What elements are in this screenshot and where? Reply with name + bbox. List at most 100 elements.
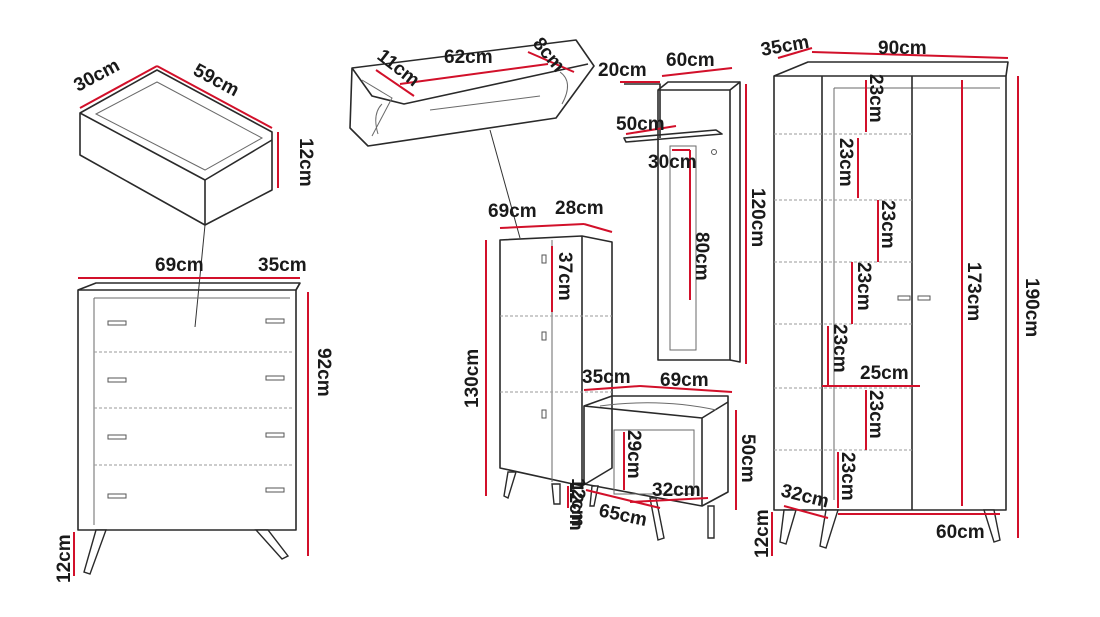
hall-mirror bbox=[669, 145, 697, 351]
bench-opening bbox=[613, 429, 695, 495]
chest-height-label: 92cm bbox=[313, 348, 334, 397]
bench-inner-width-label: 32cm bbox=[652, 480, 701, 501]
cabinet-width-line bbox=[499, 223, 585, 229]
chest-handle bbox=[265, 318, 285, 324]
wardrobe-top bbox=[773, 61, 1009, 77]
shelf-outline bbox=[349, 39, 595, 147]
bench-width-label: 69cm bbox=[660, 370, 709, 391]
chest-handle bbox=[265, 375, 285, 381]
bench-leg bbox=[707, 505, 715, 539]
wardrobe-leg-depth-line bbox=[783, 505, 829, 519]
shelf-width-line bbox=[399, 63, 549, 85]
chest-handle bbox=[265, 487, 285, 493]
cabinet-knob bbox=[541, 254, 547, 264]
hall-width-label: 60cm bbox=[666, 50, 715, 71]
bench-outline bbox=[583, 395, 729, 507]
wardrobe-shelf-label: 23cm bbox=[829, 324, 850, 373]
drawer-pointer-line bbox=[194, 224, 206, 328]
hall-panel-side bbox=[729, 81, 741, 363]
shelf-width-label: 62cm bbox=[444, 47, 493, 68]
bench-width-line bbox=[639, 385, 733, 393]
chest-width-label: 69cm bbox=[155, 255, 204, 276]
drawer-depth-line bbox=[79, 65, 158, 109]
chest-legs-label: 12cm bbox=[54, 534, 75, 583]
bench-total-width-label: 65cm bbox=[597, 500, 649, 531]
wardrobe-bottom-width-label: 60cm bbox=[936, 522, 985, 543]
chest-handle bbox=[107, 320, 127, 326]
chest-side-edge bbox=[295, 282, 301, 291]
cabinet-leg bbox=[503, 471, 517, 499]
cabinet-knob bbox=[541, 331, 547, 341]
shelf-depth-line bbox=[375, 69, 415, 97]
bench-inner-height-label: 29cm bbox=[623, 430, 644, 479]
hall-hook bbox=[711, 149, 717, 155]
bench-depth-label: 35cm bbox=[582, 367, 631, 388]
shelf-decor-arc bbox=[375, 103, 383, 135]
chest-handle bbox=[107, 434, 127, 440]
hall-depth-label: 20cm bbox=[598, 60, 647, 81]
drawer-outline bbox=[79, 69, 273, 226]
hall-panel-top bbox=[657, 81, 740, 91]
wardrobe-shelf-label: 23cm bbox=[853, 262, 874, 311]
chest-depth-label: 35cm bbox=[258, 255, 307, 276]
chest-handle bbox=[107, 377, 127, 383]
hall-shelf-label: 50cm bbox=[616, 114, 665, 135]
wardrobe-shelf-label: 23cm bbox=[865, 74, 886, 123]
wardrobe-handle bbox=[917, 295, 931, 301]
wardrobe-leg-depth-label: 32cm bbox=[779, 480, 831, 512]
chest-body bbox=[77, 289, 297, 531]
wardrobe-shelf-label: 23cm bbox=[835, 138, 856, 187]
wardrobe-leg bbox=[819, 509, 839, 549]
drawer-depth-label: 30cm bbox=[70, 55, 123, 96]
bench-depth-line bbox=[583, 385, 641, 391]
shelf-inner-edge bbox=[429, 95, 541, 111]
cabinet-height-label: 130cm bbox=[462, 349, 483, 408]
cabinet-depth-line bbox=[583, 223, 613, 233]
hall-width-line bbox=[661, 67, 733, 77]
wardrobe-width-label: 90cm bbox=[878, 38, 927, 59]
hall-panel: 20cm 60cm 50cm 30cm 80cm 120cm bbox=[598, 50, 768, 364]
drawer-width-label: 59cm bbox=[190, 60, 243, 101]
cabinet-width-label: 69cm bbox=[488, 201, 537, 222]
bench-leg bbox=[589, 485, 599, 507]
hall-shelf-bracket bbox=[624, 83, 661, 138]
hall-height-label: 120cm bbox=[747, 188, 768, 247]
wardrobe-depth-line bbox=[777, 47, 813, 59]
wardrobe-height-label: 190cm bbox=[1021, 278, 1042, 337]
shelf-pointer-line bbox=[489, 129, 521, 239]
bench-legs-label: 12cm bbox=[567, 478, 588, 527]
drawer-front-top-edge bbox=[79, 112, 273, 181]
cabinet-legs-label: 12cm bbox=[565, 482, 586, 531]
shelf-height-line bbox=[527, 51, 575, 73]
wardrobe-shelf-label: 23cm bbox=[877, 200, 898, 249]
chest-top bbox=[77, 282, 301, 291]
shelf-decor-arc bbox=[559, 71, 568, 105]
chest-leg bbox=[83, 529, 107, 575]
wardrobe-inner-height-label: 173cm bbox=[963, 262, 984, 321]
bench-total-width-line bbox=[585, 489, 661, 509]
wardrobe-shelf-label: 23cm bbox=[837, 452, 858, 501]
bench-inner-width-line bbox=[629, 497, 709, 503]
shelf-front-edge bbox=[351, 63, 589, 105]
bench-top-edge bbox=[583, 401, 729, 419]
storage-bench: 35cm 69cm 29cm 32cm 65cm 50cm 12cm bbox=[567, 367, 758, 541]
drawer-width-line bbox=[156, 65, 273, 129]
cabinet-depth-label: 28cm bbox=[555, 198, 604, 219]
tall-cabinet: 69cm 28cm 37cm 130cm 12cm bbox=[462, 198, 613, 531]
wardrobe-compartment-label: 25cm bbox=[860, 363, 909, 384]
wardrobe-width-line bbox=[811, 51, 1009, 59]
wardrobe-leg bbox=[983, 509, 1001, 543]
wardrobe-shelf-label: 23cm bbox=[865, 390, 886, 439]
chest-leg bbox=[254, 529, 290, 560]
chest-handle bbox=[107, 493, 127, 499]
hall-mirror-height-label: 80cm bbox=[691, 232, 712, 281]
shelf-side-panel bbox=[361, 79, 393, 137]
cabinet-leg bbox=[551, 483, 561, 505]
wardrobe-depth-label: 35cm bbox=[759, 32, 811, 61]
bench-height-label: 50cm bbox=[737, 434, 758, 483]
hall-panel-board bbox=[657, 89, 731, 361]
wardrobe-body bbox=[773, 75, 1007, 511]
chest-handle bbox=[265, 432, 285, 438]
